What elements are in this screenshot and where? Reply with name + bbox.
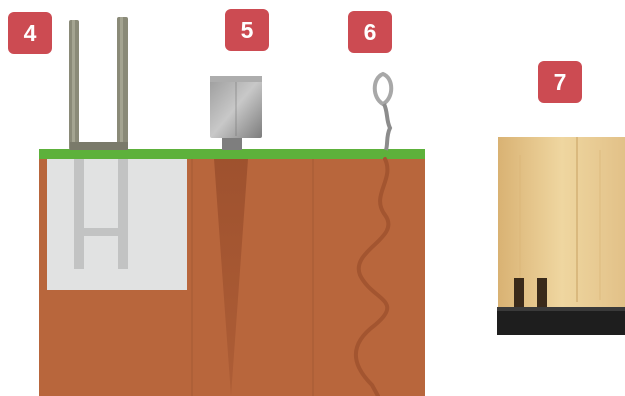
concrete-footing [47,159,187,290]
anchor-eye-loop [375,74,392,104]
step-badge-6: 6 [348,11,392,53]
step-badge-7: 7 [538,61,582,103]
timber-on-rubber-pad [497,137,625,335]
step-badge-5: 5 [225,9,269,51]
grass-strip [39,149,425,159]
anchor-base-plate [70,142,128,150]
spike-bracket-base [222,136,242,150]
rubber-pad [497,307,625,335]
groove-1 [514,278,524,311]
step-badge-4: 4 [8,12,52,54]
anchor-shaft [384,104,390,150]
groove-2 [537,278,547,311]
